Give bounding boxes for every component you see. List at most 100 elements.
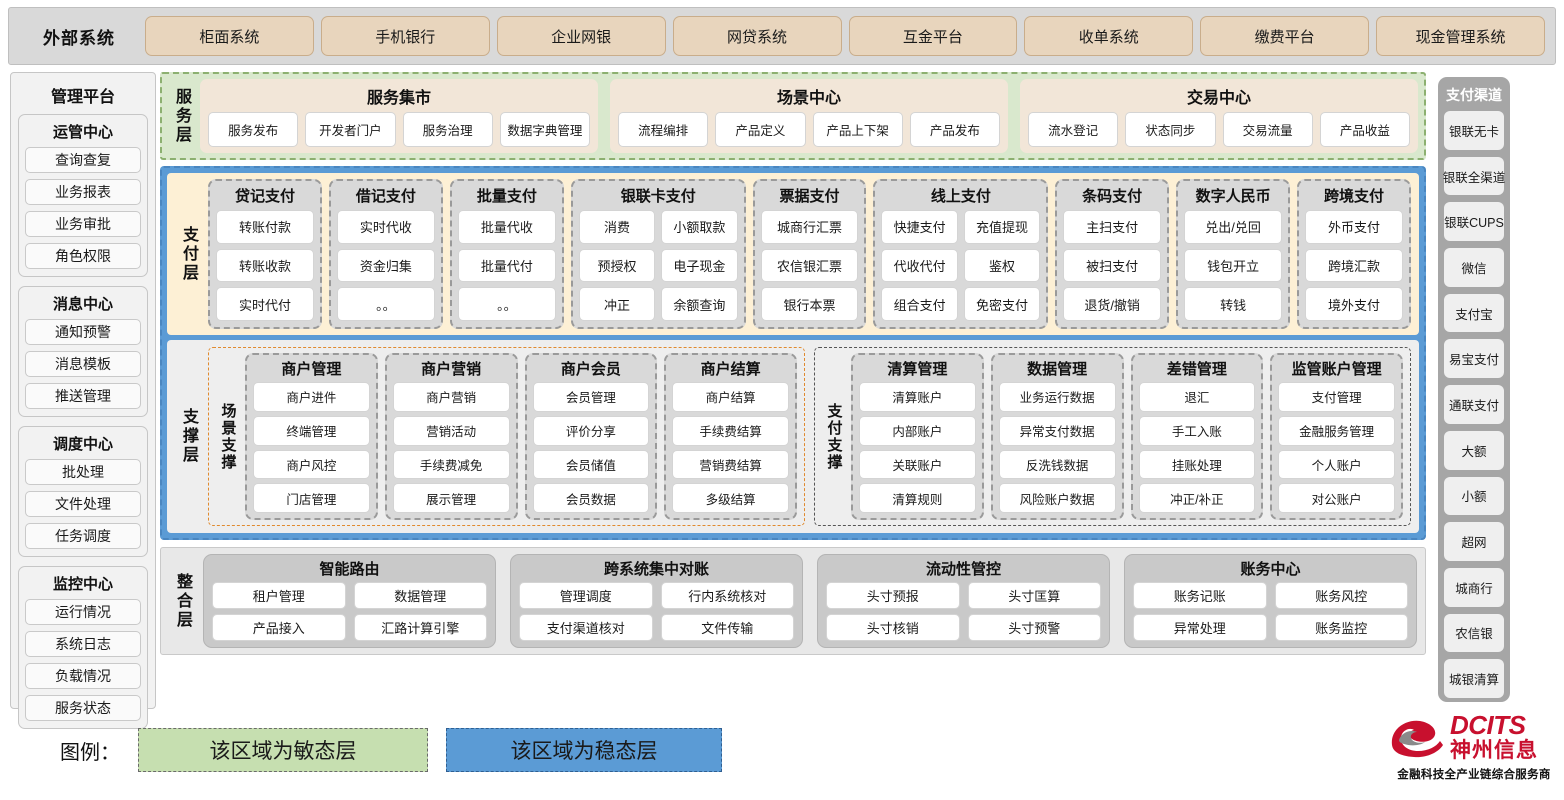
support-item[interactable]: 营销活动 xyxy=(392,415,510,446)
payment-item[interactable]: 实时代收 xyxy=(336,210,435,244)
service-item[interactable]: 状态同步 xyxy=(1125,112,1216,147)
management-item[interactable]: 运行情况 xyxy=(25,599,141,625)
integration-item[interactable]: 行内系统核对 xyxy=(660,582,794,609)
integration-item[interactable]: 账务监控 xyxy=(1274,614,1408,641)
payment-item[interactable]: 资金归集 xyxy=(336,248,435,283)
payment-channel-item[interactable]: 农信银 xyxy=(1444,613,1504,653)
payment-channel-item[interactable]: 大额 xyxy=(1444,430,1504,470)
support-item[interactable]: 支付管理 xyxy=(1278,382,1395,412)
payment-item[interactable]: 冲正 xyxy=(578,287,656,322)
management-item[interactable]: 角色权限 xyxy=(25,243,141,269)
integration-item[interactable]: 支付渠道核对 xyxy=(519,614,653,641)
payment-item[interactable]: 余额查询 xyxy=(661,287,738,322)
integration-item[interactable]: 头寸预警 xyxy=(967,614,1101,641)
support-item[interactable]: 关联账户 xyxy=(859,449,976,480)
support-item[interactable]: 金融服务管理 xyxy=(1278,415,1395,446)
payment-channel-item[interactable]: 超网 xyxy=(1444,522,1504,561)
support-item[interactable]: 风险账户数据 xyxy=(998,483,1116,513)
integration-item[interactable]: 管理调度 xyxy=(519,582,653,609)
support-item[interactable]: 清算规则 xyxy=(859,483,976,513)
payment-channel-item[interactable]: 城商行 xyxy=(1444,567,1504,607)
payment-item[interactable]: 转账付款 xyxy=(216,210,314,244)
external-system-item[interactable]: 收单系统 xyxy=(1024,16,1194,56)
management-item[interactable]: 业务报表 xyxy=(25,179,141,205)
service-item[interactable]: 产品上下架 xyxy=(812,112,903,147)
payment-channel-item[interactable]: 支付宝 xyxy=(1444,293,1504,333)
payment-channel-item[interactable]: 小额 xyxy=(1444,476,1504,516)
payment-channel-item[interactable]: 银联全渠道 xyxy=(1443,156,1505,196)
support-item[interactable]: 内部账户 xyxy=(859,415,976,446)
payment-channel-item[interactable]: 微信 xyxy=(1444,248,1504,287)
payment-item[interactable]: 批量代收 xyxy=(457,210,556,244)
support-item[interactable]: 个人账户 xyxy=(1278,449,1395,480)
payment-item[interactable]: 代收代付 xyxy=(881,248,958,283)
payment-channel-item[interactable]: 通联支付 xyxy=(1444,385,1504,424)
service-item[interactable]: 流程编排 xyxy=(618,112,709,147)
support-item[interactable]: 异常支付数据 xyxy=(998,415,1116,446)
payment-item[interactable]: 免密支付 xyxy=(963,287,1041,322)
payment-item[interactable]: 转账收款 xyxy=(216,248,314,283)
external-system-item[interactable]: 柜面系统 xyxy=(145,16,314,56)
integration-item[interactable]: 头寸核销 xyxy=(826,614,960,641)
payment-channel-item[interactable]: 城银清算 xyxy=(1444,659,1504,698)
payment-item[interactable]: 消费 xyxy=(578,210,656,244)
payment-item[interactable]: 快捷支付 xyxy=(881,210,958,244)
payment-item[interactable]: 电子现金 xyxy=(661,248,738,283)
external-system-item[interactable]: 缴费平台 xyxy=(1200,16,1370,56)
management-item[interactable]: 批处理 xyxy=(25,459,141,485)
payment-item[interactable]: 小额取款 xyxy=(661,210,738,244)
support-item[interactable]: 商户进件 xyxy=(253,382,370,412)
payment-item[interactable]: 城商行汇票 xyxy=(760,210,859,244)
external-system-item[interactable]: 网贷系统 xyxy=(672,16,842,56)
support-item[interactable]: 清算账户 xyxy=(859,382,976,412)
payment-item[interactable]: 银行本票 xyxy=(760,287,859,322)
service-item[interactable]: 服务发布 xyxy=(208,112,299,147)
external-system-item[interactable]: 企业网银 xyxy=(496,16,666,56)
integration-item[interactable]: 数据管理 xyxy=(353,582,487,609)
integration-item[interactable]: 头寸预报 xyxy=(826,582,960,609)
payment-item[interactable]: 。。 xyxy=(457,287,556,322)
management-item[interactable]: 业务审批 xyxy=(25,211,141,237)
management-item[interactable]: 任务调度 xyxy=(25,523,141,549)
external-system-item[interactable]: 现金管理系统 xyxy=(1376,16,1545,56)
integration-item[interactable]: 头寸匡算 xyxy=(967,582,1101,609)
management-item[interactable]: 推送管理 xyxy=(25,383,141,409)
payment-item[interactable]: 预授权 xyxy=(578,248,656,283)
payment-item[interactable]: 被扫支付 xyxy=(1063,248,1162,283)
payment-item[interactable]: 。。 xyxy=(336,287,435,322)
payment-item[interactable]: 农信银汇票 xyxy=(760,248,859,283)
integration-item[interactable]: 账务记账 xyxy=(1133,582,1267,609)
management-item[interactable]: 服务状态 xyxy=(25,695,141,721)
payment-item[interactable]: 主扫支付 xyxy=(1063,210,1162,244)
payment-channel-item[interactable]: 银联CUPS xyxy=(1444,202,1504,242)
service-item[interactable]: 产品定义 xyxy=(715,112,806,147)
integration-item[interactable]: 异常处理 xyxy=(1133,614,1267,641)
payment-item[interactable]: 退货/撤销 xyxy=(1063,287,1162,322)
integration-item[interactable]: 文件传输 xyxy=(660,614,794,641)
support-item[interactable]: 商户风控 xyxy=(253,449,370,480)
external-system-item[interactable]: 互金平台 xyxy=(848,16,1018,56)
support-item[interactable]: 手续费结算 xyxy=(672,415,789,446)
support-item[interactable]: 业务运行数据 xyxy=(998,382,1116,412)
support-item[interactable]: 冲正/补正 xyxy=(1138,483,1256,513)
management-item[interactable]: 文件处理 xyxy=(25,491,141,517)
service-item[interactable]: 流水登记 xyxy=(1028,112,1119,147)
support-item[interactable]: 营销费结算 xyxy=(672,449,789,480)
payment-item[interactable]: 外币支付 xyxy=(1305,210,1404,244)
external-system-item[interactable]: 手机银行 xyxy=(320,16,490,56)
service-item[interactable]: 产品发布 xyxy=(909,112,1000,147)
service-item[interactable]: 服务治理 xyxy=(402,112,493,147)
payment-channel-item[interactable]: 易宝支付 xyxy=(1444,339,1504,379)
support-item[interactable]: 终端管理 xyxy=(253,415,370,446)
payment-item[interactable]: 钱包开立 xyxy=(1184,248,1283,283)
support-item[interactable]: 多级结算 xyxy=(672,483,789,513)
support-item[interactable]: 手续费减免 xyxy=(392,449,510,480)
management-item[interactable]: 查询查复 xyxy=(25,147,141,173)
management-item[interactable]: 系统日志 xyxy=(25,631,141,657)
payment-item[interactable]: 批量代付 xyxy=(457,248,556,283)
support-item[interactable]: 展示管理 xyxy=(392,483,510,513)
support-item[interactable]: 反洗钱数据 xyxy=(998,449,1116,480)
management-item[interactable]: 负载情况 xyxy=(25,663,141,689)
support-item[interactable]: 对公账户 xyxy=(1278,483,1395,513)
payment-channel-item[interactable]: 银联无卡 xyxy=(1444,111,1504,150)
